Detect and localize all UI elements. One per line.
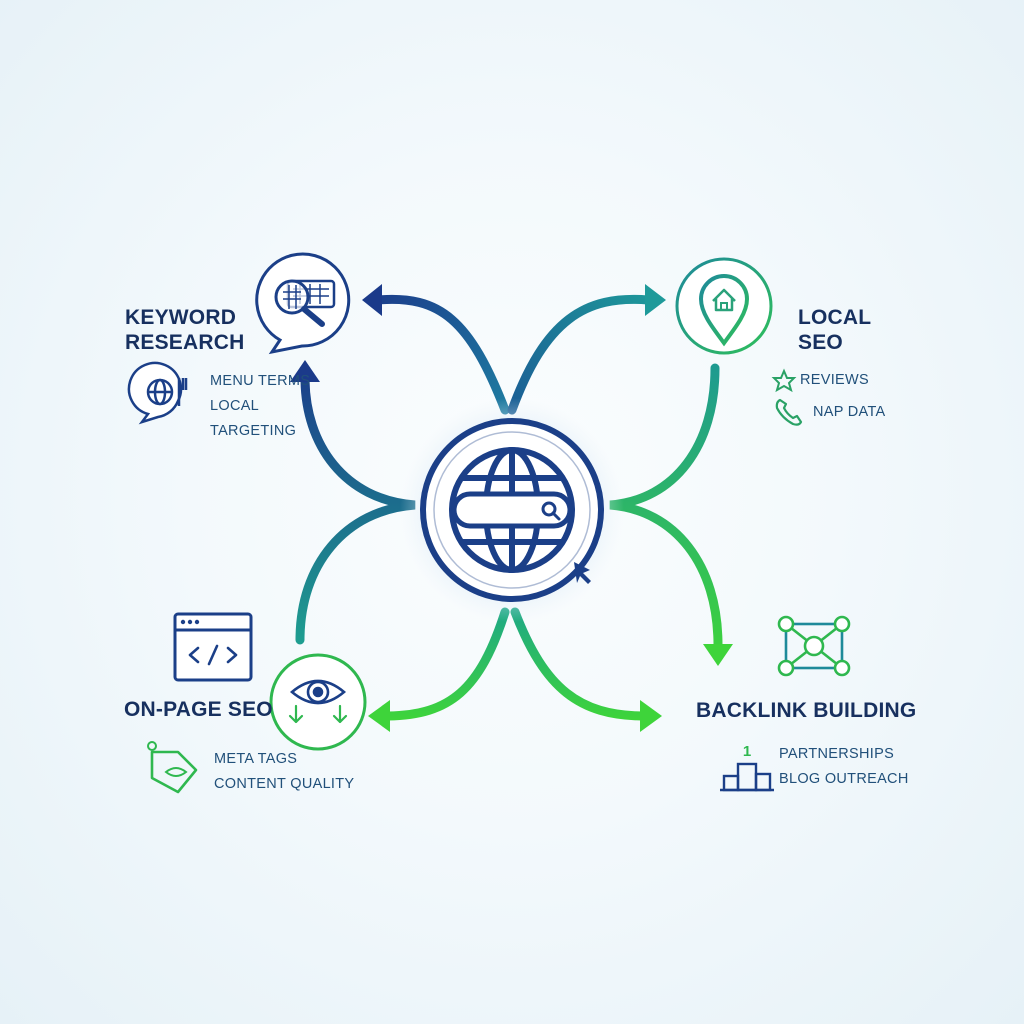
arrow-to-keyword-research — [373, 294, 510, 415]
arrow-left-vertical — [295, 373, 416, 645]
arrow-head-local-seo — [645, 284, 666, 316]
arrow-head-on-page-seo — [368, 700, 390, 732]
phone-icon — [775, 398, 803, 426]
globe-search-icon — [449, 447, 575, 573]
local-seo-title: LOCAL SEO — [798, 305, 871, 355]
backlink-building-item: BLOG OUTREACH — [779, 771, 909, 787]
keyword-research-items: MENU TERMS LOCAL TARGETING — [210, 369, 310, 444]
backlink-building-title: BACKLINK BUILDING — [696, 699, 917, 722]
arrow-head-backlink-building — [640, 700, 662, 732]
on-page-seo-items: META TAGS CONTENT QUALITY — [214, 747, 354, 797]
arrow-to-local-seo — [507, 294, 653, 415]
eye-icon — [289, 679, 347, 705]
arrow-to-backlink-building — [510, 607, 647, 721]
local-seo-title-line-1: LOCAL — [798, 306, 872, 329]
globe-utensils-icon — [127, 361, 188, 425]
keyword-research-item: MENU TERMS — [210, 373, 311, 389]
local-seo-title-line-2: SEO — [798, 331, 843, 354]
arrow-right-vertical — [609, 363, 723, 650]
network-nodes-icon — [777, 615, 851, 677]
on-page-seo-node — [269, 653, 367, 751]
local-seo-item-nap-data: NAP DATA — [813, 404, 886, 420]
hub-node — [400, 398, 624, 622]
podium-icon: 1 — [720, 743, 774, 792]
keyboard-search-icon — [255, 252, 351, 355]
arrow-head-right-down — [703, 644, 733, 666]
on-page-seo-item: CONTENT QUALITY — [214, 776, 355, 792]
arrow-head-left-up — [290, 360, 320, 382]
backlink-building-item: PARTNERSHIPS — [779, 746, 895, 762]
arrow-to-on-page-seo — [383, 607, 510, 721]
backlink-building-items: PARTNERSHIPS BLOG OUTREACH — [779, 742, 909, 792]
keyword-research-title: KEYWORD RESEARCH — [125, 305, 244, 355]
local-seo-node — [675, 257, 773, 355]
on-page-seo-item: META TAGS — [214, 751, 298, 767]
location-pin-home-icon — [698, 274, 750, 347]
podium-rank: 1 — [743, 743, 751, 760]
on-page-seo-title: ON-PAGE SEO — [124, 698, 273, 721]
tag-icon — [147, 741, 198, 794]
keyword-research-title-line-1: KEYWORD — [125, 306, 237, 329]
star-icon — [771, 368, 797, 393]
cursor-icon — [574, 562, 591, 584]
keyword-research-title-line-2: RESEARCH — [125, 331, 245, 354]
local-seo-item-reviews: REVIEWS — [800, 372, 869, 388]
keyword-research-node — [127, 252, 351, 425]
keyword-research-item: LOCAL — [210, 398, 260, 414]
arrow-head-keyword-research — [362, 284, 382, 316]
code-window-icon — [173, 612, 253, 682]
keyword-research-item: TARGETING — [210, 423, 297, 439]
